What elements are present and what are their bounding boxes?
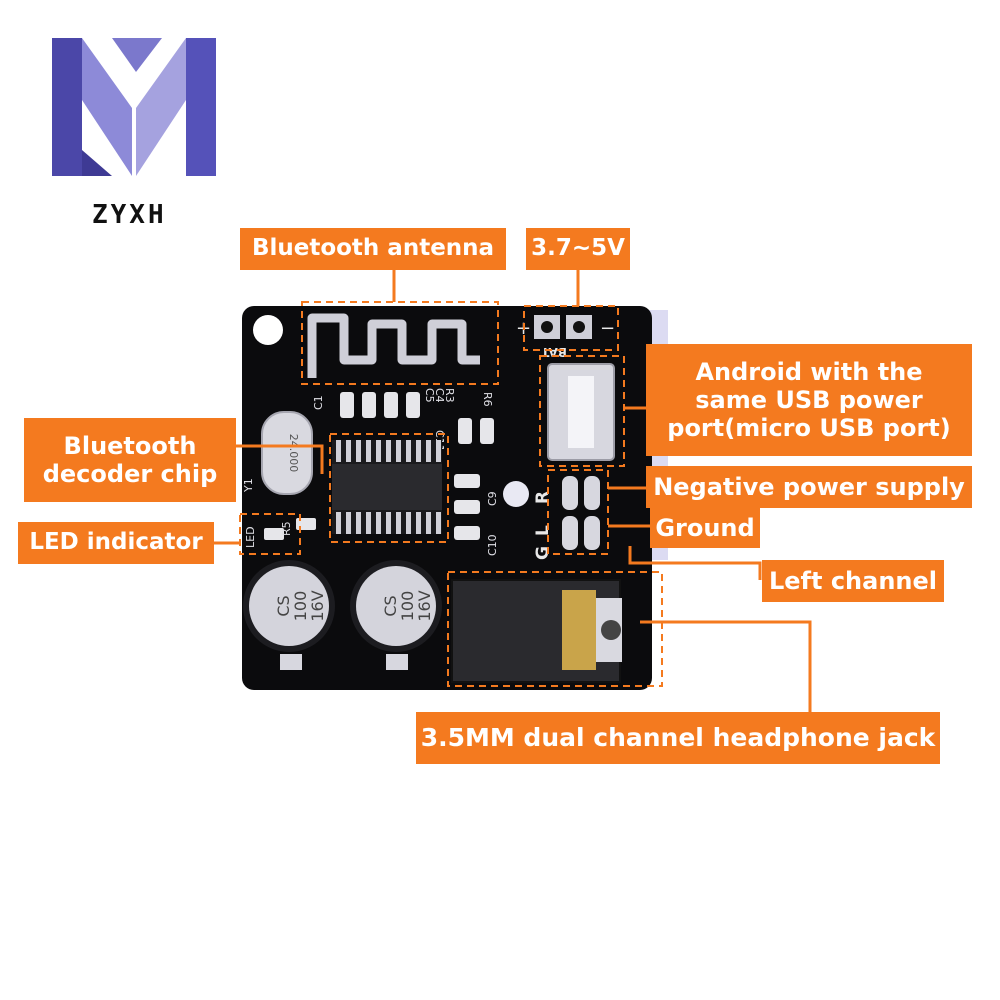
label-left-channel: Left channel [762,560,944,602]
capacitor-left: CS 100 16V [243,560,335,670]
crystal-oscillator [261,411,313,495]
silk-c1: C1 [312,395,325,410]
callout-lines [214,270,812,712]
silk-c5: C5 [423,388,436,403]
silk-c9: C9 [486,491,499,506]
silk-crystal: 24.000 [287,434,300,473]
output-pads [562,476,600,550]
logo-top-triangle [112,38,162,72]
logo-bar-left [52,38,82,176]
silk-led: LED [244,526,257,548]
silk-c4: C4 [433,388,446,403]
cap-right-brand: CS [381,595,400,616]
logo-diagonal-left [82,38,132,176]
brand-name: ZYXH [92,200,167,230]
silk-r3: R3 [443,388,456,403]
label-bluetooth-antenna: Bluetooth antenna [240,228,506,270]
capacitor-right: CS 100 16V [350,560,442,670]
antenna-trace [307,313,480,378]
logo-bar-right [186,38,216,176]
label-decoder-chip: Bluetooth decoder chip [24,418,236,502]
silk-y1: Y1 [242,478,255,493]
cap-right-value: 100 [398,591,417,622]
label-usb-port: Android with the same USB power port(mic… [646,344,972,456]
silk-l: L [533,525,553,536]
cap-left-brand: CS [274,595,293,616]
mounting-hole [253,315,283,345]
label-ground: Ground [650,508,760,548]
silk-r: R [533,491,553,504]
brand-logo [52,38,220,180]
logo-diagonal-right [136,38,186,176]
label-led-indicator: LED indicator [18,522,214,564]
silk-g: G [533,546,553,560]
silk-c10: C10 [486,534,499,556]
highlight-boxes [239,301,663,687]
logo-mark-icon [52,38,216,176]
headphone-jack [451,579,622,683]
label-voltage: 3.7~5V [526,228,630,270]
cap-left-voltage: 16V [308,590,327,621]
label-negative-power: Negative power supply [646,466,972,508]
cap-left-value: 100 [291,591,310,622]
silk-r5: R5 [280,521,293,536]
label-headphone-jack: 3.5MM dual channel headphone jack [416,712,940,764]
chip-pins [336,440,441,534]
silk-minus: − [600,318,615,339]
silk-r6: R6 [481,392,494,407]
board-hole [503,481,529,507]
cap-right-voltage: 16V [415,590,434,621]
logo-foot-left [82,150,112,176]
